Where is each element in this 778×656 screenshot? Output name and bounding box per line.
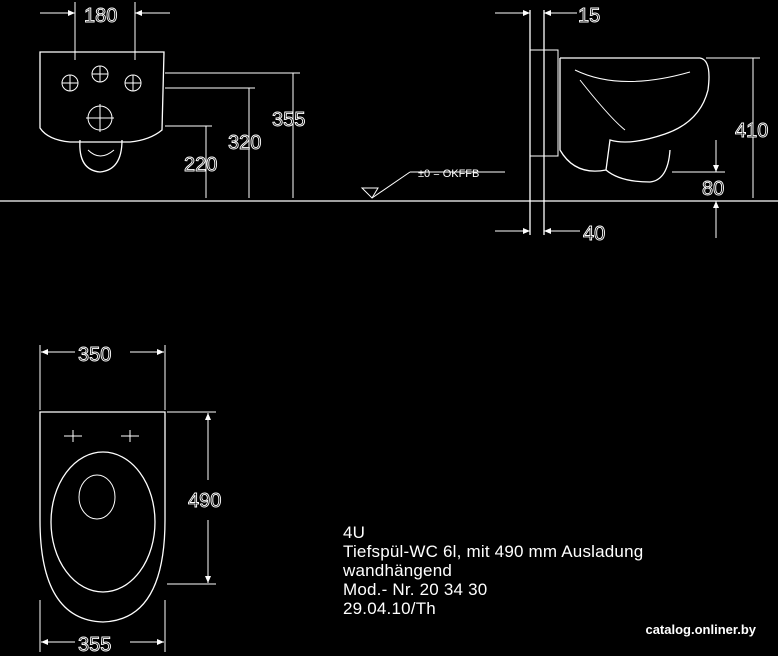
dim-320: 320	[228, 132, 261, 154]
dim-410: 410	[735, 120, 768, 142]
side-view: 15 410 80 40	[495, 5, 769, 245]
dim-220: 220	[184, 154, 217, 176]
drawing-date: 29.04.10/Th	[343, 599, 436, 618]
dim-490: 490	[188, 490, 221, 512]
dim-15: 15	[578, 5, 600, 27]
product-type: Tiefspül-WC 6l, mit 490 mm Ausladung	[343, 542, 644, 561]
floor-reference: ±0 = OKFFB	[360, 168, 505, 199]
watermark: catalog.onliner.by	[645, 622, 756, 637]
model-name: 4U	[343, 523, 366, 542]
plan-view: 350 490 355	[39, 344, 222, 656]
floor-label: ±0 = OKFFB	[418, 168, 479, 180]
product-description: 4U Tiefspül-WC 6l, mit 490 mm Ausladung …	[343, 523, 643, 618]
mounting-type: wandhängend	[343, 561, 453, 580]
dim-355-bottom: 355	[78, 634, 111, 656]
model-number: Mod.- Nr. 20 34 30	[343, 580, 488, 599]
dim-355: 355	[272, 109, 305, 131]
dim-350: 350	[78, 344, 111, 366]
dim-40: 40	[583, 223, 605, 245]
dim-180: 180	[84, 5, 117, 27]
front-view: 180 355 320 220	[39, 2, 306, 198]
dim-80: 80	[702, 178, 724, 200]
